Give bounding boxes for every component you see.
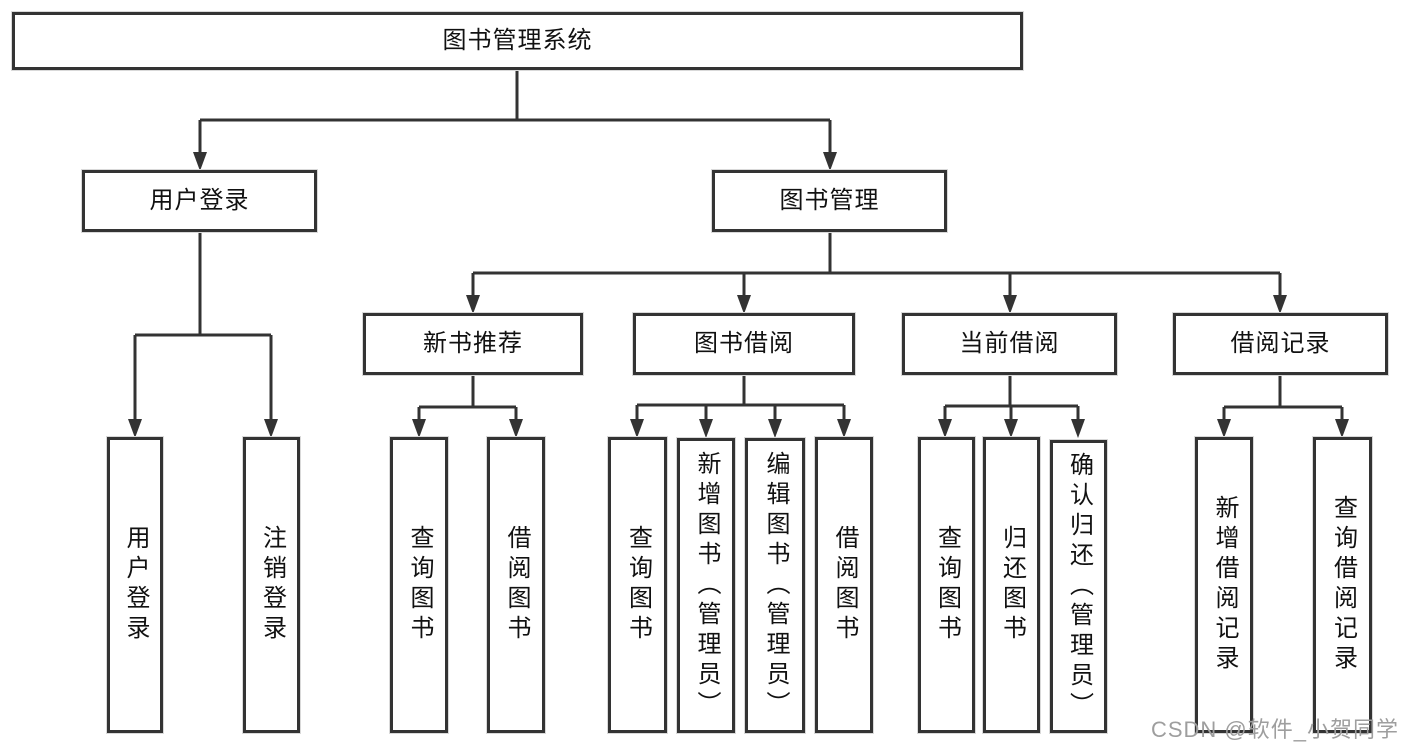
leaf-logout: 注销登录 [243,437,300,733]
leaf-return-books: 归还图书 [983,437,1040,733]
leaf-return-books-label: 归还图书 [998,525,1026,645]
node-current-borrow-label: 当前借阅 [959,330,1060,357]
node-borrow-records-label: 借阅记录 [1230,330,1331,357]
leaf-query-books-borrow: 查询图书 [608,437,667,733]
leaf-query-books-current-label: 查询图书 [933,525,961,645]
leaf-add-borrow-record-label: 新增借阅记录 [1211,495,1238,675]
leaf-borrow-books-recommend: 借阅图书 [487,437,545,733]
leaf-query-books-current: 查询图书 [918,437,975,733]
node-book-management-system: 图书管理系统 [12,12,1023,70]
leaf-query-borrow-record: 查询借阅记录 [1313,437,1372,733]
node-book-management-system-label: 图书管理系统 [442,27,593,54]
leaf-confirm-return-admin: 确认归还（管理员） [1050,440,1107,733]
node-book-management-label: 图书管理 [779,187,880,214]
leaf-query-books-recommend-label: 查询图书 [406,525,433,645]
node-current-borrow: 当前借阅 [902,313,1117,375]
leaf-query-borrow-record-label: 查询借阅记录 [1329,495,1357,675]
leaf-query-books-recommend: 查询图书 [390,437,448,733]
leaf-borrow-books-borrow: 借阅图书 [815,437,873,733]
csdn-watermark: CSDN @软件_小贺同学 [1150,717,1399,742]
node-new-book-recommend: 新书推荐 [363,313,583,375]
leaf-user-login: 用户登录 [107,437,163,733]
node-user-login-label: 用户登录 [149,187,250,214]
leaf-borrow-books-borrow-label: 借阅图书 [831,525,858,645]
node-new-book-recommend-label: 新书推荐 [423,330,523,357]
leaf-add-books-admin: 新增图书（管理员） [677,438,735,733]
leaf-query-books-borrow-label: 查询图书 [624,525,652,645]
node-book-management: 图书管理 [712,170,947,232]
leaf-edit-books-admin-label: 编辑图书（管理员） [762,450,789,721]
node-borrow-records: 借阅记录 [1173,313,1388,375]
leaf-borrow-books-recommend-label: 借阅图书 [503,525,530,645]
leaf-add-borrow-record: 新增借阅记录 [1195,437,1253,733]
leaf-logout-label: 注销登录 [258,525,286,645]
leaf-user-login-label: 用户登录 [122,525,149,645]
leaf-confirm-return-admin-label: 确认归还（管理员） [1065,451,1093,722]
node-book-borrow: 图书借阅 [633,313,855,375]
leaf-edit-books-admin: 编辑图书（管理员） [745,438,805,733]
node-book-borrow-label: 图书借阅 [694,330,794,357]
leaf-add-books-admin-label: 新增图书（管理员） [693,450,720,721]
node-user-login: 用户登录 [82,170,317,232]
